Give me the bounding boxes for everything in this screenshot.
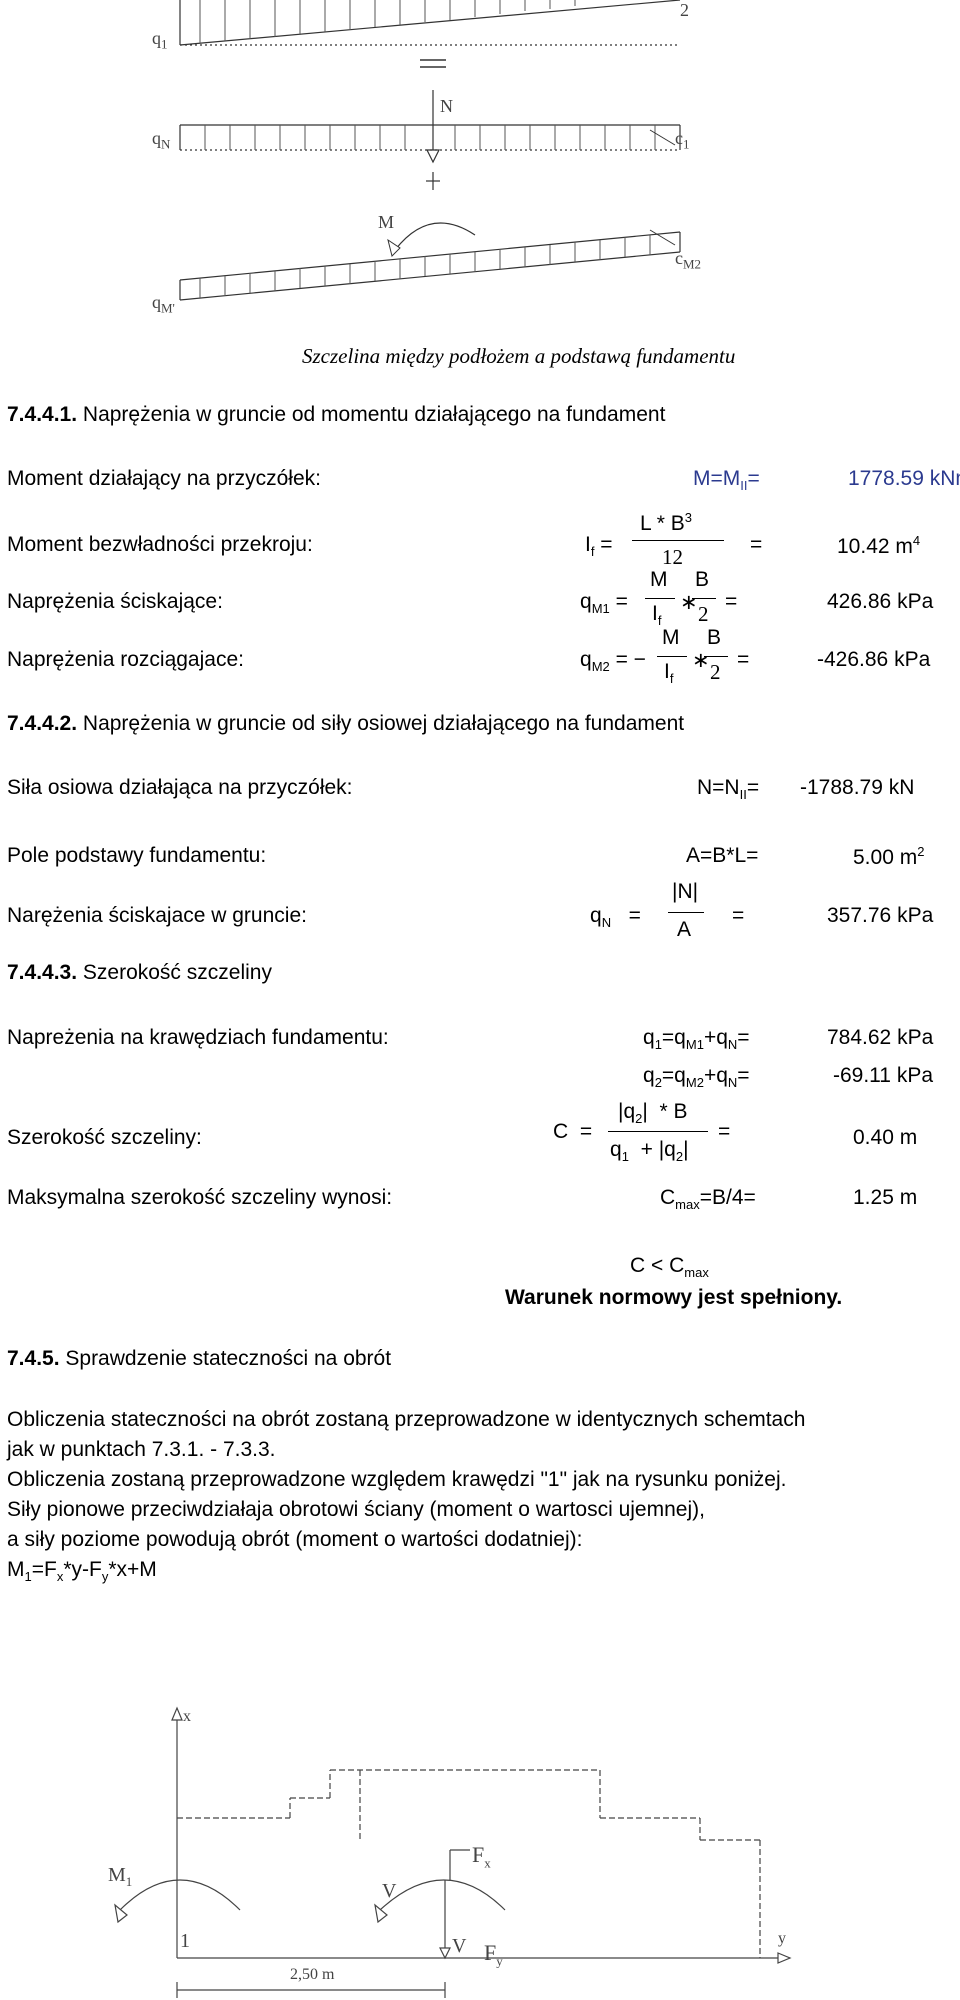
gap-value: 0.40 m — [853, 1126, 918, 1149]
label-V-bottom: V — [452, 1935, 467, 1957]
fraction-bar — [608, 1131, 708, 1132]
fraction-bar — [632, 540, 724, 541]
fraction-bar — [704, 656, 728, 657]
section-heading: 7.4.4.2. Naprężenia w gruncie od siły os… — [7, 712, 685, 735]
inertia-value: 10.42 m4 — [837, 533, 921, 558]
paragraph-line: jak w punktach 7.3.1. - 7.3.3. — [7, 1438, 276, 1461]
frac-I: If — [652, 602, 662, 629]
label-q1: q1 — [152, 28, 168, 52]
paragraph-line: a siły poziome powodują obrót (moment o … — [7, 1528, 583, 1551]
q2-value: -69.11 kPa — [833, 1064, 934, 1087]
tension-value: -426.86 kPa — [817, 648, 931, 671]
frac-I: If — [664, 660, 674, 687]
condition-result: Warunek normowy jest spełniony. — [505, 1286, 843, 1309]
label-c1: c1 — [675, 128, 690, 152]
soil-stress-symbol: qN = — [590, 904, 641, 931]
condition-formula: C < Cmax — [630, 1254, 709, 1281]
axial-label: Siła osiowa działająca na przyczółek: — [7, 776, 353, 799]
tension-label: Naprężenia rozciągajace: — [7, 648, 244, 671]
paragraph-line: Siły pionowe przeciwdziałaja obrotowi śc… — [7, 1498, 705, 1521]
label-N: N — [440, 96, 453, 116]
equals-sign: = — [725, 590, 738, 613]
area-value: 5.00 m2 — [853, 844, 925, 869]
inertia-numerator: L * B3 — [640, 510, 692, 535]
label-V: V — [382, 1880, 397, 1902]
compression-symbol: qM1 = — [580, 590, 628, 617]
moment-value: 1778.59 kNm — [848, 467, 960, 490]
gap-label: Szerokość szczeliny: — [7, 1126, 202, 1149]
gap-numerator: |q2| * B — [618, 1100, 688, 1127]
equals-sign: = — [750, 533, 763, 556]
equals-sign: = — [732, 904, 745, 927]
figure-caption: Szczelina między podłożem a podstawą fun… — [302, 344, 736, 368]
fraction-bar — [645, 598, 675, 599]
max-gap-value: 1.25 m — [853, 1186, 918, 1209]
fraction-bar — [692, 598, 716, 599]
moment-equation: M1=Fx*y-Fy*x+M — [7, 1558, 157, 1585]
paragraph-line: Obliczenia zostaną przeprowadzone względ… — [7, 1468, 787, 1491]
label-M: M — [378, 212, 395, 232]
frac-2: 2 — [710, 660, 721, 684]
fraction-bar — [657, 656, 687, 657]
label-qM: qM' — [152, 292, 175, 316]
equals-sign: = — [737, 648, 750, 671]
dimension-label: 2,50 m — [290, 1966, 335, 1983]
axial-value: -1788.79 kN — [800, 776, 915, 799]
inertia-label: Moment bezwładności przekroju: — [7, 533, 313, 556]
q1-formula: q1=qM1+qN= — [643, 1026, 750, 1053]
label-M1: M1 — [108, 1864, 133, 1889]
label-cM2: cM2 — [675, 248, 702, 272]
frac-M: M — [662, 626, 680, 649]
label-edge-1: 1 — [180, 1930, 190, 1952]
tension-symbol: qM2 = − — [580, 648, 646, 675]
soil-stress-value: 357.76 kPa — [827, 904, 934, 927]
axis-y-label: y — [778, 1930, 786, 1947]
area-formula: A=B*L= — [686, 844, 759, 867]
inertia-denominator: 12 — [662, 545, 683, 569]
compression-label: Naprężenia ściskające: — [7, 590, 223, 613]
q1-value: 784.62 kPa — [827, 1026, 934, 1049]
equals-sign: = — [718, 1120, 731, 1143]
moment-formula: M=MII= — [693, 467, 760, 494]
gap-denominator: q1 + |q2| — [610, 1138, 689, 1165]
soil-stress-label: Narężenia ściskajace w gruncie: — [7, 904, 307, 927]
section-heading: 7.4.5. Sprawdzenie stateczności na obrót — [7, 1347, 392, 1370]
stress-diagram-drawing — [179, 0, 681, 301]
compression-value: 426.86 kPa — [827, 590, 934, 613]
times-sign: ∗ — [680, 591, 698, 614]
gap-symbol: C = — [553, 1120, 593, 1143]
moment-label: Moment działający na przyczółek: — [7, 467, 321, 490]
axial-formula: N=NII= — [697, 776, 760, 803]
label-two: 2 — [680, 0, 689, 20]
max-gap-label: Maksymalna szerokość szczeliny wynosi: — [7, 1186, 393, 1209]
section-heading: 7.4.4.1. Naprężenia w gruncie od momentu… — [7, 403, 666, 426]
area-label: Pole podstawy fundamentu: — [7, 844, 267, 867]
denominator-A: A — [677, 918, 692, 941]
times-sign: ∗ — [692, 649, 710, 672]
frac-M: M — [650, 568, 668, 591]
frac-B: B — [707, 626, 722, 649]
label-Fx: Fx — [472, 1842, 491, 1871]
q2-formula: q2=qM2+qN= — [643, 1064, 750, 1091]
paragraph-line: Obliczenia stateczności na obrót zostaną… — [7, 1408, 806, 1431]
label-Fy: Fy — [484, 1940, 503, 1969]
frac-B: B — [695, 568, 710, 591]
overturning-drawing — [114, 1706, 792, 1998]
axis-x-label: x — [183, 1708, 191, 1725]
edge-stress-label: Napreżenia na krawędziach fundamentu: — [7, 1026, 389, 1049]
frac-2: 2 — [698, 602, 709, 626]
section-heading: 7.4.4.3. Szerokość szczeliny — [7, 961, 272, 984]
max-gap-formula: Cmax=B/4= — [660, 1186, 756, 1213]
inertia-symbol: If = — [585, 533, 613, 560]
abs-N: |N| — [672, 880, 699, 903]
fraction-bar — [668, 912, 704, 913]
label-qN: qN — [152, 128, 171, 152]
